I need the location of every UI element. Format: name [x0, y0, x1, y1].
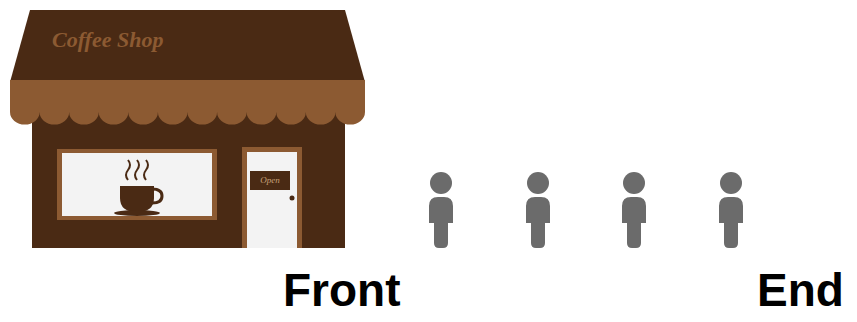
person-head: [430, 172, 452, 194]
person-body: [719, 197, 743, 248]
door-sign-text: Open: [260, 175, 280, 185]
shop-door: [247, 152, 297, 248]
shop-sign-text: Coffee Shop: [52, 27, 163, 52]
shop-window: [62, 153, 212, 216]
shop-roof: [10, 10, 365, 82]
person-head: [720, 172, 742, 194]
person-body: [622, 197, 646, 248]
queue-end-label: End: [757, 264, 844, 317]
shop-wall: [32, 110, 345, 248]
coffee-cup-icon: [114, 160, 162, 216]
door-frame: [242, 147, 302, 248]
person-body: [429, 197, 453, 248]
person-body: [526, 197, 550, 248]
queue-front-label: Front: [283, 264, 401, 317]
shop-awning: [10, 80, 365, 125]
door-sign: [250, 171, 290, 190]
window-frame: [57, 149, 217, 220]
door-knob: [290, 196, 295, 201]
queue-people: [429, 172, 743, 248]
person-head: [527, 172, 549, 194]
person-head: [623, 172, 645, 194]
